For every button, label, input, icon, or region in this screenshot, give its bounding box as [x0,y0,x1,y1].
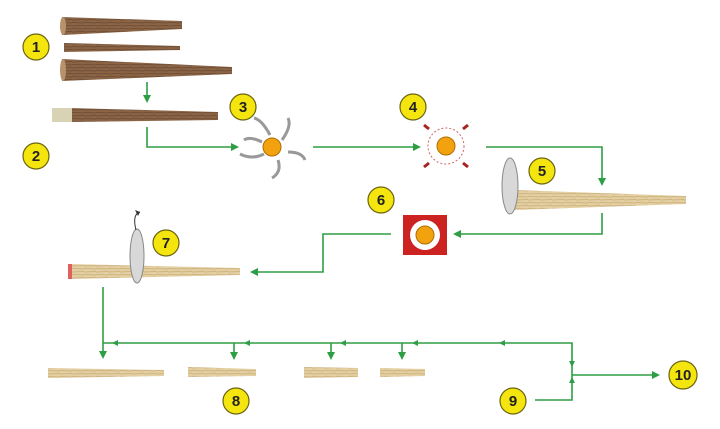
saw-rotation-arrowhead [135,210,140,216]
step-number-7: 7 [162,235,170,252]
raw-log-1-end [60,17,66,35]
piece-1 [48,368,164,378]
step-number-3: 3 [239,99,247,116]
saw-disc-7 [129,228,145,284]
arrow-2-to-3 [146,127,239,151]
piece-3 [304,367,358,378]
arrow-4-to-5 [486,146,606,186]
step-number-1: 1 [32,39,40,56]
sawing-group [68,210,240,284]
arrowhead-1 [112,340,118,346]
core-tick-1 [423,123,430,131]
arrowhead-5 [499,340,505,346]
cut-log-end [52,108,72,122]
arrowhead-6 [569,361,575,367]
saw-rotation-arrow [134,211,141,231]
step-number-6: 6 [377,192,385,209]
step-badge-9: 9 [499,387,527,415]
step-badge-4: 4 [399,93,427,121]
arrowhead-7 [569,377,575,383]
debarked-log [514,190,686,210]
cross-section-group [403,215,447,255]
cut-log [70,108,218,122]
debarker-blade-1 [253,116,272,136]
debarker-blade-5 [239,152,265,159]
step-badge-7: 7 [152,229,180,257]
step-badge-1: 1 [22,33,50,61]
cut-pieces-group [48,367,425,378]
step-badge-5: 5 [528,157,556,185]
sawing-log-end [68,264,72,279]
step-badges: 1 2 3 4 5 6 7 8 [22,33,698,415]
core-tick-2 [462,123,469,131]
core-circle [436,136,456,156]
core-group [423,123,469,169]
arrow-5-to-6 [453,213,603,238]
arrowhead-4 [412,340,418,346]
debarker-blade-6 [243,136,263,144]
debarker-blade-3 [287,150,307,161]
step-number-4: 4 [409,99,418,116]
core-dashed-ring [427,127,465,165]
core-tick-3 [423,161,430,169]
step-badge-3: 3 [229,93,257,121]
cut-log-group [52,108,218,122]
distribution-line [103,342,573,390]
debarker-group [239,116,307,180]
arrowhead-3 [340,340,346,346]
flow-arrow-ticks [112,340,575,383]
debarker-blade-4 [271,159,281,180]
step-number-9: 9 [509,393,517,410]
saw-disc-5 [501,157,519,215]
arrowhead-2 [244,340,250,346]
step-badge-6: 6 [367,186,395,214]
raw-logs-group [60,17,232,81]
step-badge-8: 8 [222,387,250,415]
debarker-blade-2 [280,117,291,141]
step-number-10: 10 [675,367,692,384]
sawing-log [70,264,240,279]
step-number-5: 5 [538,163,546,180]
raw-log-1 [62,17,182,35]
core-tick-4 [462,161,469,169]
step-badge-10: 10 [668,360,698,390]
debarked-log-group [501,157,686,215]
flow-arrows [99,82,660,401]
step-number-8: 8 [232,393,240,410]
cross-section-core [415,225,435,245]
step-number-2: 2 [32,148,40,165]
arrow-9-up [535,390,573,401]
arrow-6-to-7 [250,233,391,276]
piece-2 [188,367,256,377]
piece-4 [380,368,425,377]
debarker-core [262,137,282,157]
raw-log-3 [62,59,232,81]
raw-log-2 [64,43,180,52]
step-badge-2: 2 [22,142,50,170]
raw-log-3-end [60,59,66,81]
